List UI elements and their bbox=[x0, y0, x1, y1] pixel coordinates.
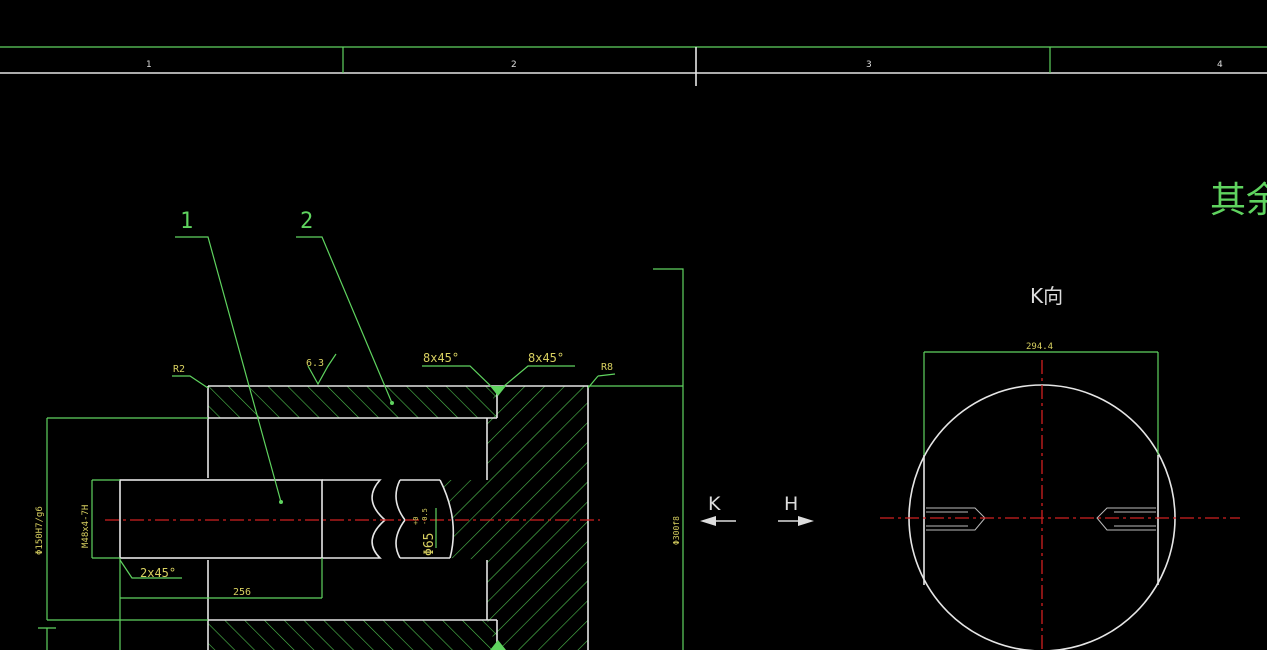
dim-k-view-width: 294.4 bbox=[1026, 342, 1053, 352]
hatch-top-band bbox=[208, 386, 497, 418]
bolt-hole-right bbox=[1096, 507, 1156, 531]
leader-part-2 bbox=[296, 236, 393, 404]
dim-bore-diameter: Φ150H7/g6 bbox=[35, 506, 45, 555]
zone-label: 3 bbox=[866, 60, 872, 70]
hatch-bottom-band bbox=[208, 620, 497, 650]
zone-label: 4 bbox=[1217, 60, 1223, 70]
dim-chamfer: 8x45° bbox=[423, 351, 459, 365]
view-label-h: H bbox=[784, 493, 798, 515]
dim-thread: M48x4-7H bbox=[81, 505, 91, 548]
note-rest-roughness: 其余 bbox=[1210, 180, 1267, 221]
k-view: K向 294.4 bbox=[880, 284, 1240, 650]
shaft-part-1 bbox=[119, 479, 323, 559]
zone-label: 1 bbox=[146, 60, 152, 70]
dim-outer-diameter: Φ300f8 bbox=[672, 516, 681, 545]
dim-neck-tolerance: +0 bbox=[412, 517, 420, 525]
arrow-left-icon bbox=[700, 516, 716, 526]
part-number-2: 2 bbox=[300, 209, 313, 234]
bolt-hole-left bbox=[926, 507, 986, 531]
dim-chamfer-small: 2x45° bbox=[140, 566, 176, 580]
part-number-1: 1 bbox=[180, 209, 193, 234]
zone-label: 2 bbox=[511, 60, 517, 70]
k-view-title: K向 bbox=[1030, 284, 1063, 308]
dim-neck-tolerance: -0.5 bbox=[421, 508, 429, 525]
hatch-right-body bbox=[440, 386, 588, 650]
dim-neck-diameter: Φ65 bbox=[422, 533, 437, 556]
dim-length: 256 bbox=[233, 587, 251, 598]
view-label-k: K bbox=[708, 493, 721, 515]
section-view: R2 6.3 8x45° 8x45° R8 Φ150H7/g6 M48x4-7H… bbox=[35, 209, 684, 650]
dim-fillet-left: R2 bbox=[173, 364, 185, 375]
dim-chamfer: 8x45° bbox=[528, 351, 564, 365]
dim-roughness: 6.3 bbox=[306, 358, 324, 369]
zone-strip: 1 2 3 4 bbox=[0, 46, 1267, 86]
dim-fillet-right: R8 bbox=[601, 362, 613, 373]
leader-part-1 bbox=[175, 236, 282, 503]
view-arrows: K H bbox=[700, 493, 814, 526]
roughness-symbol bbox=[307, 353, 337, 386]
arrow-right-icon bbox=[798, 516, 814, 526]
